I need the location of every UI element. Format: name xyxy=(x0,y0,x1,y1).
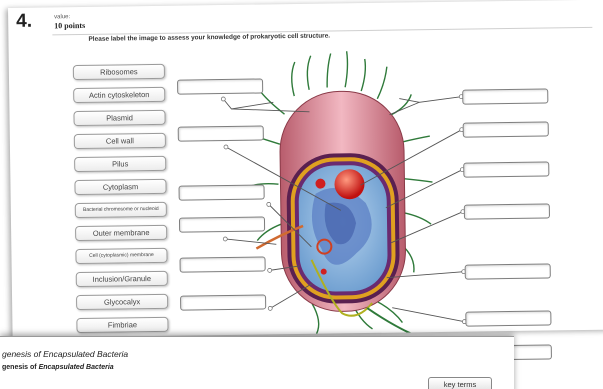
drop-slot-left-3[interactable] xyxy=(178,184,264,200)
panel-subtitle: genesis of Encapsulated Bacteria xyxy=(2,364,114,371)
term-pilus[interactable]: Pilus xyxy=(74,156,166,172)
drop-slot-left-6[interactable] xyxy=(180,294,266,310)
drop-slot-left-5[interactable] xyxy=(180,256,266,272)
drop-slot-right-2[interactable] xyxy=(463,121,549,137)
drop-slot-left-4[interactable] xyxy=(179,216,265,232)
overlapping-page-panel: genesis of Encapsulated Bacteria genesis… xyxy=(0,336,514,389)
term-ribosomes[interactable]: Ribosomes xyxy=(73,64,165,80)
term-outer-membrane[interactable]: Outer membrane xyxy=(75,225,167,241)
panel-subtitle-italic: Encapsulated Bacteria xyxy=(39,364,114,371)
term-cytoplasmic-membrane[interactable]: Cell (cytoplasmic) membrane xyxy=(75,248,167,264)
drop-slot-left-2[interactable] xyxy=(178,125,264,141)
drop-slot-right-6[interactable] xyxy=(465,310,551,326)
panel-subtitle-prefix: genesis of xyxy=(2,364,39,371)
term-cytoplasm[interactable]: Cytoplasm xyxy=(74,179,166,195)
term-fimbriae[interactable]: Fimbriae xyxy=(76,317,168,333)
term-bacterial-chromosome[interactable]: Bacterial chromosome or nucleoid xyxy=(75,202,167,218)
term-glycocalyx[interactable]: Glycocalyx xyxy=(76,294,168,310)
cell-body xyxy=(254,90,433,338)
drop-slot-right-4[interactable] xyxy=(464,203,550,219)
drop-slot-right-5[interactable] xyxy=(465,263,551,279)
drop-slot-right-1[interactable] xyxy=(462,88,548,104)
term-inclusion-granule[interactable]: Inclusion/Granule xyxy=(76,271,168,287)
term-actin-cytoskeleton[interactable]: Actin cytoskeleton xyxy=(73,87,165,103)
term-cell-wall[interactable]: Cell wall xyxy=(74,133,166,149)
panel-title: genesis of Encapsulated Bacteria xyxy=(2,349,128,359)
quiz-question-panel: 4. value: 10 points Please label the ima… xyxy=(8,0,603,338)
key-terms-button[interactable]: key terms xyxy=(428,377,492,389)
term-plasmid[interactable]: Plasmid xyxy=(73,110,165,126)
drop-slot-left-1[interactable] xyxy=(177,78,263,94)
drop-slot-right-3[interactable] xyxy=(463,161,549,177)
